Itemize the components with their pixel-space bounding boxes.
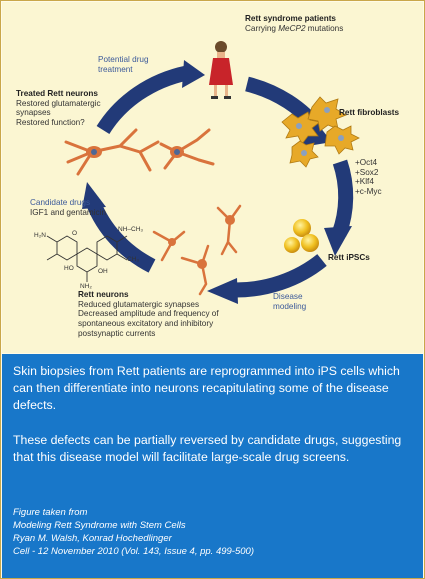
factor-item: +Klf4	[355, 177, 374, 187]
factor-item: +Sox2	[355, 167, 379, 177]
citation-journal: Cell - 12 November 2010 (Vol. 143, Issue…	[13, 546, 254, 557]
citation-line: Figure taken from	[13, 507, 88, 518]
arrow-ipscs-to-neurons	[232, 254, 327, 298]
molecule-label: HO	[64, 265, 74, 272]
ipsc-cells	[284, 219, 319, 253]
ipscs-label: Rett iPSCs	[328, 253, 370, 262]
arrow-neurons-to-treated	[85, 199, 156, 273]
citation-title: Modeling Rett Syndrome with Stem Cells	[13, 520, 186, 531]
rett-neurons-label: Rett neurons Reduced glutamatergic synap…	[78, 290, 219, 338]
molecule-label: NH–CH₃	[118, 226, 144, 233]
arrow-treated-to-patients	[96, 65, 189, 135]
caption-box: Skin biopsies from Rett patients are rep…	[2, 354, 423, 578]
factor-item: +Oct4	[355, 158, 378, 167]
fibroblasts-label: Rett fibroblasts	[339, 108, 400, 117]
treated-neurons-label: Treated Rett neurons Restored glutamater…	[16, 89, 101, 128]
disease-modeling-label: Disease modeling	[273, 292, 307, 311]
molecule-label: OH	[98, 268, 108, 275]
candidate-drugs-label: Candidate drugs IGF1 and gentamicin	[30, 198, 107, 217]
factors-list: +Oct4 +Sox2 +Klf4 +c-Myc	[355, 158, 382, 197]
treated-neuron-cells	[64, 128, 215, 176]
diagram-graphics	[46, 41, 360, 304]
rett-diagram: NH–CH₃ CH₃ HO OH NH₂ H₂N O Rett syndrome…	[2, 2, 423, 353]
molecule-structure	[46, 235, 128, 282]
patient-figure	[209, 41, 233, 99]
arrow-fibroblasts-to-ipscs	[331, 159, 354, 237]
molecule-label: O	[72, 230, 78, 237]
potential-drug-label: Potential drug treatment	[98, 55, 149, 74]
patients-label: Rett syndrome patients Carrying MeCP2 mu…	[245, 14, 344, 33]
caption-paragraph-1: Skin biopsies from Rett patients are rep…	[13, 364, 400, 412]
citation-authors: Ryan M. Walsh, Konrad Hochedlinger	[13, 533, 172, 544]
molecule-label: NH₂	[80, 283, 92, 290]
molecule-label: CH₃	[127, 256, 140, 263]
molecule-label: H₂N	[34, 232, 46, 239]
factor-item: +c-Myc	[355, 187, 382, 197]
caption-paragraph-2: These defects can be partially reversed …	[13, 433, 402, 464]
